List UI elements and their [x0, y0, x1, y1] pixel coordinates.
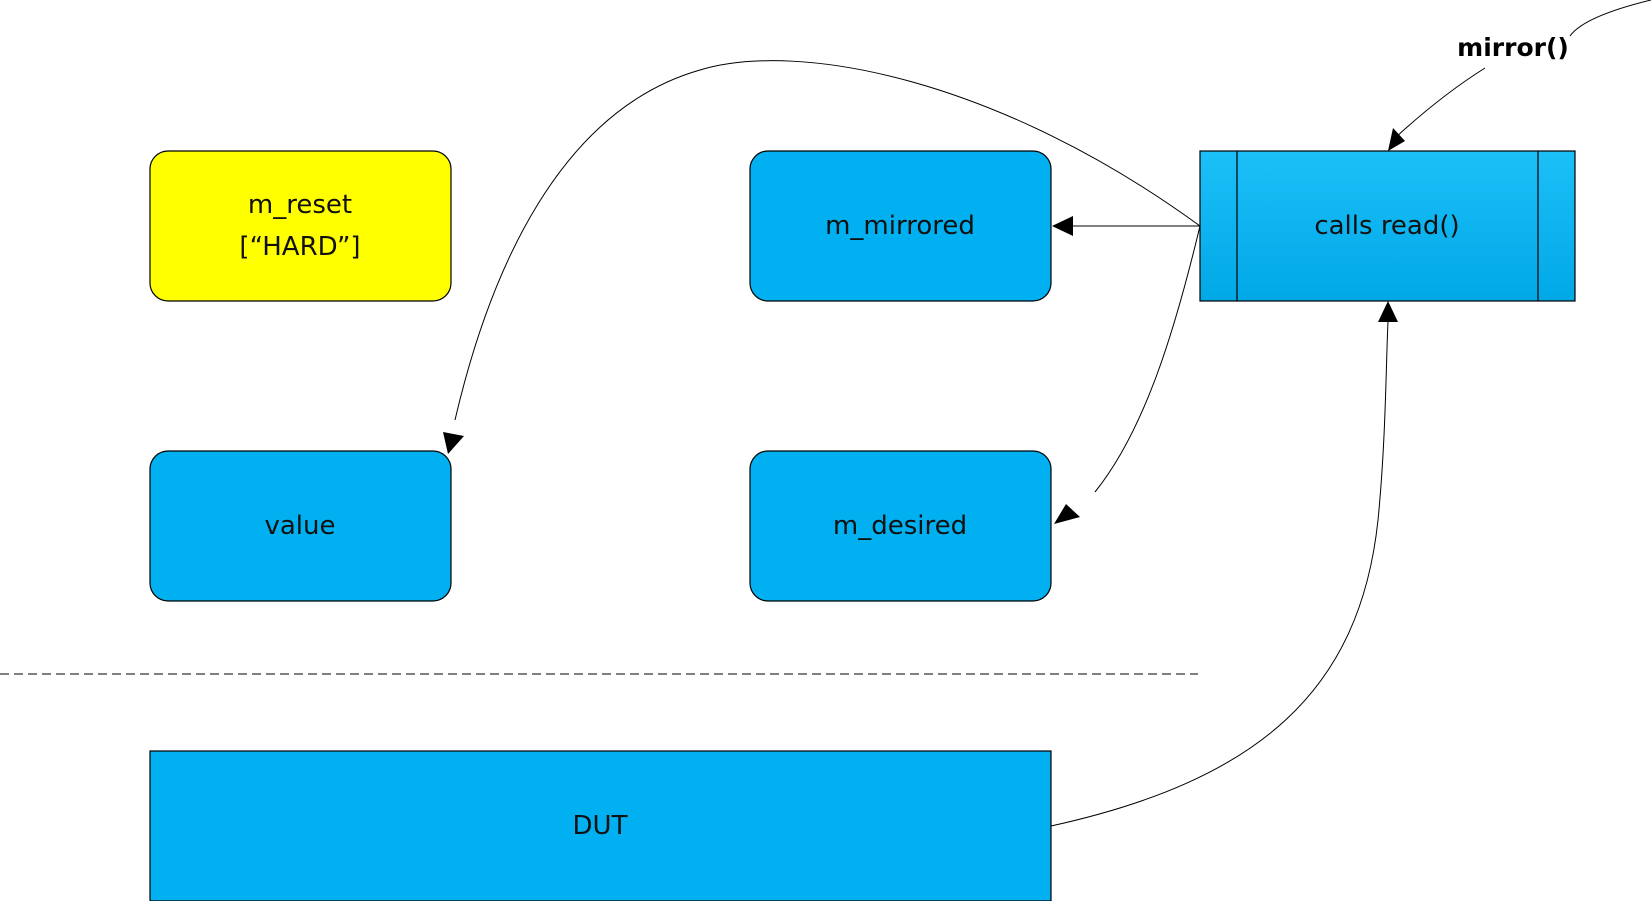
m-reset-value: [“HARD”]	[239, 232, 360, 262]
mirror-trigger-label: mirror()	[1457, 33, 1569, 62]
mirror-to-read-connector-lower	[1394, 67, 1486, 139]
read-to-value-connector	[454, 60, 1201, 421]
arrowhead-into-mirrored	[1052, 216, 1073, 236]
dut-to-read-connector	[1050, 321, 1389, 827]
dut-box	[149, 750, 1052, 901]
arrowhead-from-dut	[1378, 301, 1398, 322]
arrowhead-into-value	[443, 432, 464, 454]
m-desired-label: m_desired	[833, 511, 967, 541]
value-box	[149, 450, 452, 602]
value-node: value	[149, 450, 452, 602]
m-reset-node: m_reset [“HARD”]	[149, 150, 452, 302]
dut-node: DUT	[149, 750, 1052, 901]
arrowhead-into-read	[1388, 128, 1405, 151]
calls-read-label: calls read()	[1314, 211, 1459, 241]
m-desired-box	[749, 450, 1052, 602]
dut-label: DUT	[573, 811, 628, 841]
m-mirrored-box	[749, 150, 1052, 302]
m-mirrored-label: m_mirrored	[825, 211, 975, 241]
calls-read-node: calls read()	[1199, 150, 1576, 302]
calls-read-box	[1199, 150, 1576, 302]
m-desired-node: m_desired	[749, 450, 1052, 602]
arrowhead-into-desired	[1054, 504, 1080, 524]
m-mirrored-node: m_mirrored	[749, 150, 1052, 302]
value-label: value	[264, 511, 335, 541]
read-to-desired-connector	[1094, 225, 1201, 493]
m-reset-label: m_reset	[248, 190, 352, 220]
m-reset-box	[149, 150, 452, 302]
mirror-to-read-connector	[1569, 0, 1651, 37]
